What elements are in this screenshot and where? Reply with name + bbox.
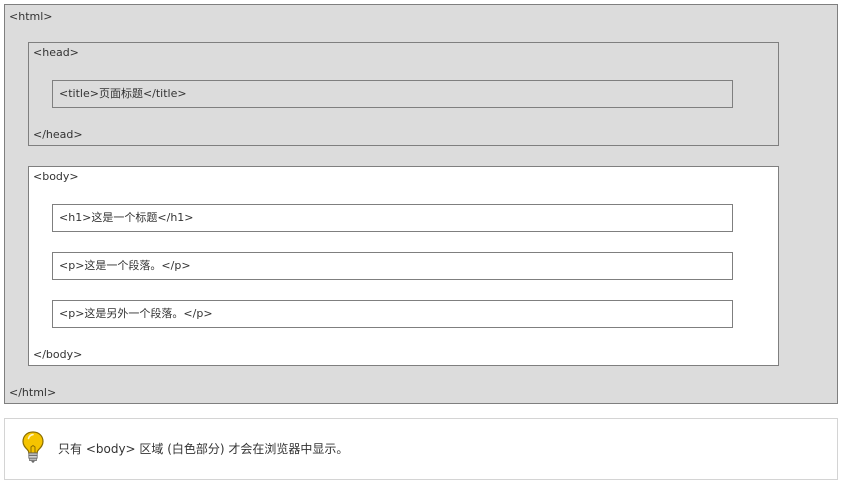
head-close-tag: </head> bbox=[33, 128, 83, 141]
head-element-box: <head> <title>页面标题</title> </head> bbox=[28, 42, 779, 146]
title-element-box: <title>页面标题</title> bbox=[52, 80, 733, 108]
h1-element-label: <h1>这是一个标题</h1> bbox=[59, 211, 194, 224]
paragraph-element-box: <p>这是另外一个段落。</p> bbox=[52, 300, 733, 328]
html-element-box: <html> <head> <title>页面标题</title> </head… bbox=[4, 4, 838, 404]
lightbulb-icon bbox=[22, 431, 44, 463]
tip-note: 只有 <body> 区域 (白色部分) 才会在浏览器中显示。 bbox=[4, 418, 838, 480]
paragraph-element-label: <p>这是一个段落。</p> bbox=[59, 259, 191, 272]
body-close-tag: </body> bbox=[33, 348, 83, 361]
html-open-tag: <html> bbox=[9, 10, 53, 23]
paragraph-element-label: <p>这是另外一个段落。</p> bbox=[59, 307, 213, 320]
tip-note-text: 只有 <body> 区域 (白色部分) 才会在浏览器中显示。 bbox=[58, 442, 349, 456]
html-close-tag: </html> bbox=[9, 386, 57, 399]
head-open-tag: <head> bbox=[33, 46, 79, 59]
h1-element-box: <h1>这是一个标题</h1> bbox=[52, 204, 733, 232]
title-element-label: <title>页面标题</title> bbox=[59, 87, 187, 100]
paragraph-element-box: <p>这是一个段落。</p> bbox=[52, 252, 733, 280]
body-element-box: <body> <h1>这是一个标题</h1> <p>这是一个段落。</p> <p… bbox=[28, 166, 779, 366]
body-open-tag: <body> bbox=[33, 170, 79, 183]
